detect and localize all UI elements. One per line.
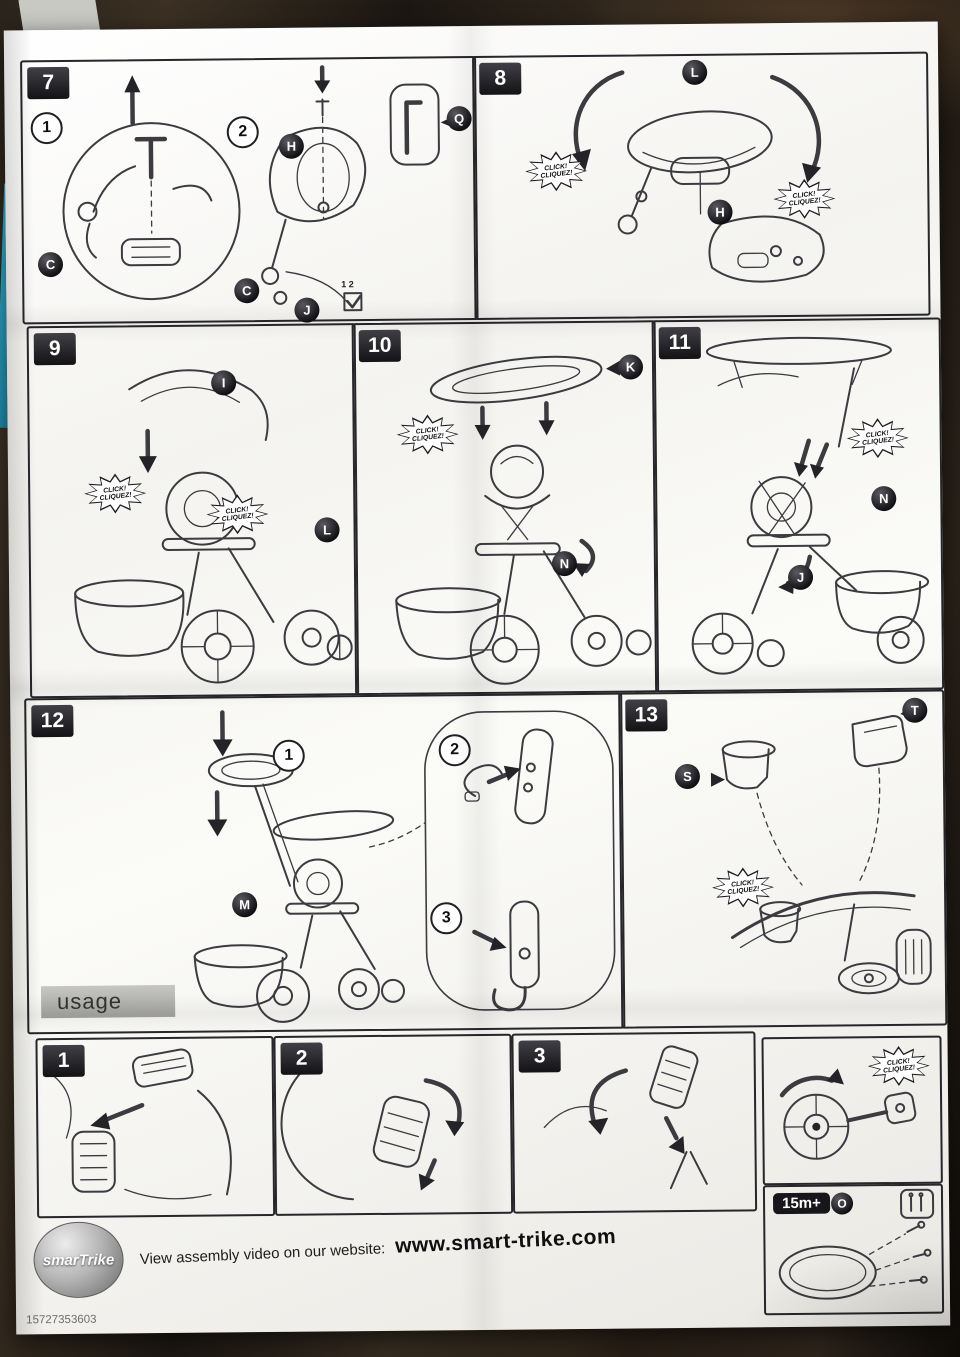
part-letter-q: Q <box>446 106 472 132</box>
part-number: 15727353603 <box>26 1313 97 1327</box>
click-burst: CLICK!CLIQUEZ! <box>847 418 909 459</box>
instruction-sheet: 7 1 C 2 H Q C J 1 2 <box>3 21 951 1335</box>
panel-step-11: 11 N J CLICK!CLIQUEZ! <box>651 317 945 693</box>
part-letter-c: C <box>37 251 64 278</box>
smartrike-logo: smarTrike <box>33 1221 124 1299</box>
substep-2-circle: 2 <box>438 734 471 767</box>
step13-illustration <box>710 704 932 995</box>
hardware-illustration <box>778 1188 935 1300</box>
substep-2-circle: 2 <box>226 116 259 149</box>
part-letter-m: M <box>232 892 258 918</box>
panel-step-8: 8 L H CLICK!CLIQUEZ! CLICK!CLIQUEZ! <box>472 51 931 321</box>
click-burst: CLICK!CLIQUEZ! <box>84 473 146 514</box>
step-number: 9 <box>33 332 76 366</box>
part-letter-j: J <box>294 297 320 323</box>
part-letter-n: N <box>551 551 578 577</box>
usage-step-number: 2 <box>280 1042 323 1075</box>
panel-step-10: 10 K N CLICK!CLIQUEZ! <box>351 320 660 696</box>
wheel-click-illustration <box>779 1068 917 1160</box>
click-burst: CLICK!CLIQUEZ! <box>868 1046 930 1087</box>
part-letter-n: N <box>871 485 897 512</box>
step-number: 7 <box>27 66 70 100</box>
click-burst: CLICK!CLIQUEZ! <box>206 494 268 535</box>
part-letter-k: K <box>617 354 644 380</box>
part-letter-c2: C <box>234 278 260 304</box>
step8-illustration <box>571 70 825 283</box>
part-letter-l: L <box>314 517 340 543</box>
usage-section-label: usage <box>40 984 176 1019</box>
step9-illustration <box>74 369 353 684</box>
step-number: 11 <box>658 326 701 360</box>
part-letter-h: H <box>278 133 305 159</box>
usage2-illustration <box>280 1070 465 1201</box>
click-burst: CLICK!CLIQUEZ! <box>396 414 458 455</box>
panel-step-7: 7 1 C 2 H Q C J 1 2 <box>20 55 479 325</box>
panel-wheel-click-detail: CLICK!CLIQUEZ! <box>761 1035 943 1186</box>
part-letter-j: J <box>787 564 814 591</box>
part-letter-t: T <box>902 697 928 723</box>
click-burst: CLICK!CLIQUEZ! <box>525 151 587 192</box>
panel-usage-3: 3 <box>511 1031 758 1214</box>
substep-1-circle: 1 <box>30 111 63 145</box>
usage-step-number: 3 <box>518 1040 561 1073</box>
step10-illustration <box>395 355 652 685</box>
footer-website: www.smart-trike.com <box>394 1224 617 1258</box>
part-letter-o: O <box>830 1192 854 1215</box>
usage-step-number: 1 <box>42 1044 85 1078</box>
usage3-illustration <box>543 1045 708 1190</box>
logo-text: smarTrike <box>42 1251 115 1269</box>
usage1-illustration <box>53 1048 232 1200</box>
step12-illustration <box>193 710 616 1023</box>
step11-illustration <box>691 336 930 675</box>
seat-positions-label: 1 2 <box>341 279 354 290</box>
step-number: 8 <box>479 62 522 95</box>
panel-usage-2: 2 <box>273 1033 514 1216</box>
step-number: 12 <box>31 704 74 738</box>
click-burst: CLICK!CLIQUEZ! <box>773 179 835 220</box>
part-letter-l: L <box>682 59 708 86</box>
click-burst: CLICK!CLIQUEZ! <box>712 867 774 908</box>
substep-1-circle: 1 <box>272 739 305 772</box>
panel-step-9: 9 I L CLICK!CLIQUEZ! CLICK!CLIQUEZ! <box>26 323 360 699</box>
part-letter-s: S <box>674 763 701 790</box>
part-letter-i: I <box>211 370 237 396</box>
footer-caption: View assembly video on our website: <box>139 1240 386 1269</box>
panel-step-13: 13 T S CLICK!CLIQUEZ! <box>618 689 948 1029</box>
step-number: 10 <box>358 329 401 363</box>
part-letter-h: H <box>707 199 733 225</box>
age-badge: 15m+ <box>772 1192 830 1215</box>
substep-3-circle: 3 <box>430 902 463 935</box>
footer-text: View assembly video on our website: www.… <box>139 1219 759 1271</box>
panel-age-hardware: 15m+ O <box>762 1183 945 1316</box>
panel-usage-1: 1 <box>35 1035 276 1219</box>
panel-step-12: 12 1 M 2 3 <box>24 692 626 1035</box>
step-number: 13 <box>625 699 668 732</box>
